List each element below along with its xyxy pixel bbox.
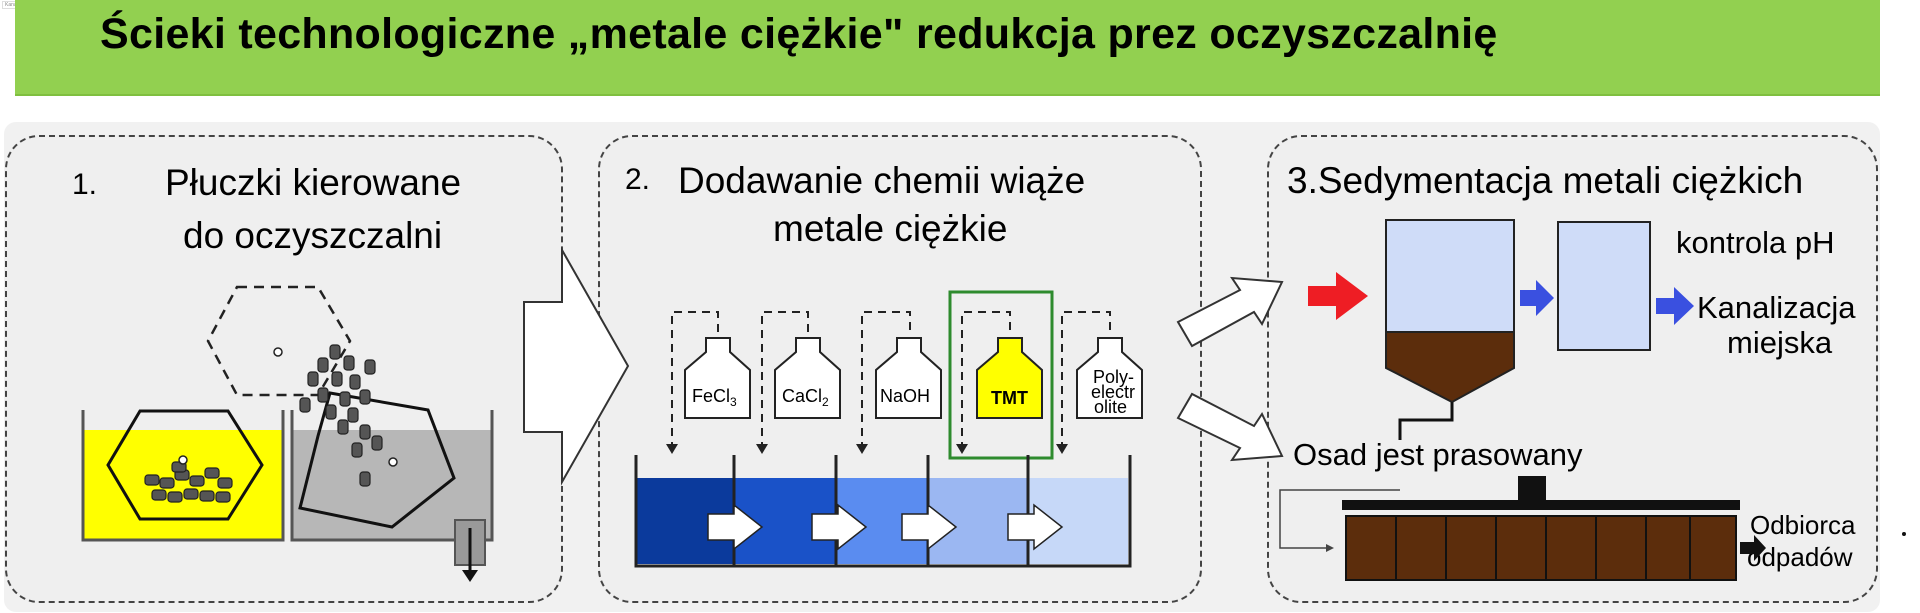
step2-title-line2: metale ciężkie — [773, 208, 1008, 249]
bottle-polyelectrolite — [1076, 337, 1143, 419]
rinse-tanks — [81, 285, 494, 582]
title-bar: Ścieki technologiczne „metale ciężkie" r… — [15, 0, 1880, 96]
press-ram — [1518, 476, 1546, 502]
page-title: Ścieki technologiczne „metale ciężkie" r… — [100, 10, 1498, 58]
bottle-tmt — [976, 337, 1043, 419]
press-plate-top — [1342, 500, 1740, 510]
step2-number: 2. — [625, 163, 651, 196]
settler-tank — [1385, 219, 1515, 333]
flow-arrow-icon-1 — [1520, 280, 1554, 316]
arrow-step1-to-step2 — [523, 246, 630, 486]
sewer-label-line2: miejska — [1727, 325, 1833, 360]
tmt-highlight-frame — [948, 290, 1054, 460]
press-chambers — [1345, 515, 1737, 581]
ph-control-label: kontrola pH — [1676, 225, 1835, 260]
step1-title-line1: Płuczki kierowane — [165, 162, 462, 203]
chem-label-tmt: TMT — [991, 388, 1028, 408]
ph-control-tank — [1557, 221, 1651, 351]
sludge-cone — [1385, 331, 1515, 404]
yellow-bath — [83, 430, 283, 540]
dosing-system: FeCl3 CaCl2 NaOH TMT Poly- electr olite — [634, 290, 1143, 568]
chem-label-cacl2: CaCl2 — [782, 386, 829, 409]
arrow-step2-to-step3-upper — [1176, 276, 1284, 348]
bottle-naoh — [875, 337, 942, 419]
step1-title-line2: do oczyszczalni — [183, 215, 443, 256]
tank-flow-arrow-2 — [811, 503, 868, 551]
step1-number: 1. — [72, 168, 98, 201]
chem-label-poly-1: Poly- — [1093, 367, 1134, 387]
chem-label-naoh: NaOH — [880, 386, 930, 406]
outlet-arrow-icon — [462, 570, 478, 582]
step2-title-line1: Dodawanie chemii wiąże — [678, 160, 1086, 201]
waste-output-arrow-icon — [1740, 535, 1766, 561]
bottle-fecl3 — [684, 337, 751, 419]
sludge-pressed-label: Osad jest prasowany — [1293, 437, 1583, 472]
chem-label-poly-2: electr — [1091, 382, 1135, 402]
flow-arrow-icon-2 — [1656, 287, 1694, 325]
tank-flow-arrow-1 — [707, 503, 764, 551]
basket-hexagon-2 — [298, 391, 456, 529]
tank-flow-arrow-4 — [1007, 503, 1064, 551]
sewer-label-line1: Kanalizacja — [1697, 290, 1856, 325]
chem-label-fecl3: FeCl3 — [692, 386, 737, 409]
arrow-step2-to-step3-lower — [1176, 392, 1284, 462]
sedimentation-system — [1279, 219, 1906, 581]
waste-receiver-line1: Odbiorca — [1750, 510, 1856, 540]
inflow-arrow-icon — [1308, 272, 1368, 320]
basket-hexagon-1 — [106, 409, 264, 521]
basket-hexagon-dashed — [206, 285, 352, 397]
step3-title: 3.Sedymentacja metali ciężkich — [1287, 160, 1804, 201]
bottle-cacl2 — [774, 337, 841, 419]
chem-label-poly-3: olite — [1094, 397, 1127, 417]
metal-parts — [144, 344, 383, 503]
tank-flow-arrow-3 — [901, 503, 958, 551]
